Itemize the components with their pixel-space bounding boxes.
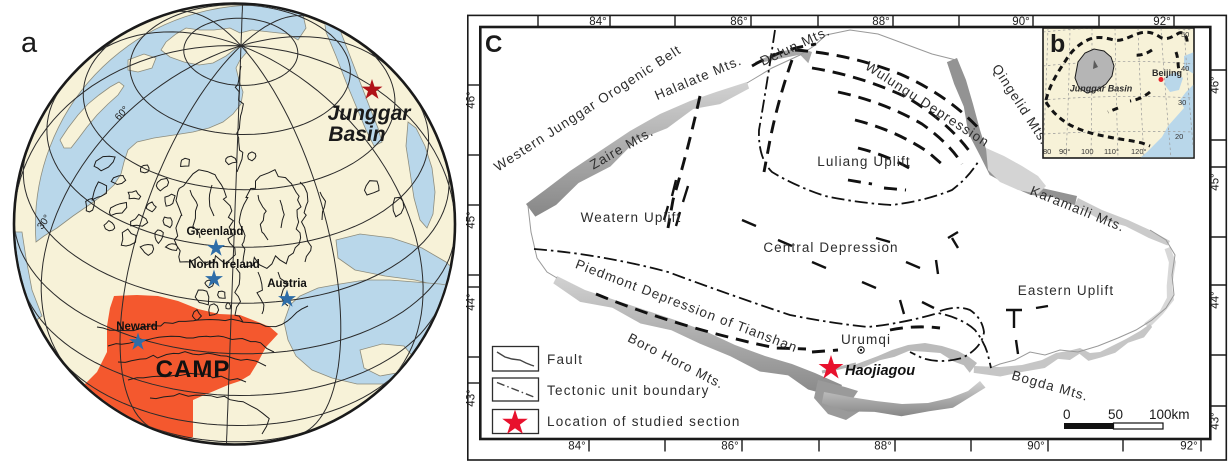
svg-text:40: 40 [1181, 64, 1189, 73]
svg-text:CAMP: CAMP [156, 356, 231, 383]
svg-text:90°: 90° [1012, 16, 1029, 28]
svg-text:88°: 88° [872, 16, 889, 28]
svg-text:Central Depression: Central Depression [763, 240, 898, 255]
svg-text:North Ireland: North Ireland [188, 259, 260, 271]
svg-text:Austria: Austria [267, 278, 307, 290]
svg-text:Fault: Fault [547, 352, 583, 367]
svg-text:30: 30 [1178, 98, 1186, 107]
svg-text:90°: 90° [1059, 147, 1070, 156]
svg-text:45°: 45° [1210, 173, 1222, 190]
svg-text:100: 100 [1081, 147, 1094, 156]
svg-text:92°: 92° [1153, 16, 1170, 28]
svg-text:46°: 46° [1210, 76, 1222, 93]
svg-text:110°: 110° [1104, 147, 1119, 156]
svg-text:Haojiagou: Haojiagou [845, 363, 915, 379]
svg-text:45°: 45° [466, 211, 478, 228]
svg-text:100km: 100km [1149, 407, 1190, 422]
svg-text:b: b [1050, 30, 1065, 58]
svg-text:90°: 90° [1027, 441, 1044, 453]
svg-text:Tectonic unit boundary: Tectonic unit boundary [547, 383, 710, 398]
svg-text:43°: 43° [466, 389, 478, 406]
svg-text:46°: 46° [466, 91, 478, 108]
svg-text:88°: 88° [874, 441, 891, 453]
svg-text:84°: 84° [589, 16, 606, 28]
svg-text:Luliang Uplift: Luliang Uplift [817, 154, 910, 169]
svg-text:Junggar Basin: Junggar Basin [1070, 84, 1133, 94]
svg-text:Urumqi: Urumqi [841, 332, 891, 347]
svg-text:44°: 44° [466, 293, 478, 310]
svg-text:Beijing: Beijing [1152, 68, 1182, 78]
svg-text:43°: 43° [1210, 412, 1222, 429]
svg-text:Eastern Uplift: Eastern Uplift [1018, 283, 1114, 298]
svg-text:80: 80 [1043, 147, 1051, 156]
svg-text:Junggar: Junggar [328, 102, 413, 125]
svg-text:Greenland: Greenland [187, 226, 244, 238]
svg-text:92°: 92° [1180, 441, 1197, 453]
svg-text:120°: 120° [1131, 147, 1147, 156]
svg-text:50: 50 [1108, 407, 1123, 422]
svg-text:C: C [485, 31, 502, 58]
svg-text:84°: 84° [568, 441, 585, 453]
svg-text:Basin: Basin [328, 123, 385, 146]
svg-text:50: 50 [1181, 30, 1189, 39]
svg-text:86°: 86° [730, 16, 747, 28]
svg-text:44°: 44° [1210, 291, 1222, 308]
svg-text:Neward: Neward [116, 321, 158, 333]
svg-text:20: 20 [1175, 132, 1183, 141]
svg-text:86°: 86° [721, 441, 738, 453]
svg-text:a: a [21, 27, 38, 59]
svg-text:Weatern Uplift: Weatern Uplift [581, 210, 682, 225]
svg-text:Location of studied section: Location of studied section [547, 414, 741, 429]
svg-text:0: 0 [1063, 407, 1071, 422]
